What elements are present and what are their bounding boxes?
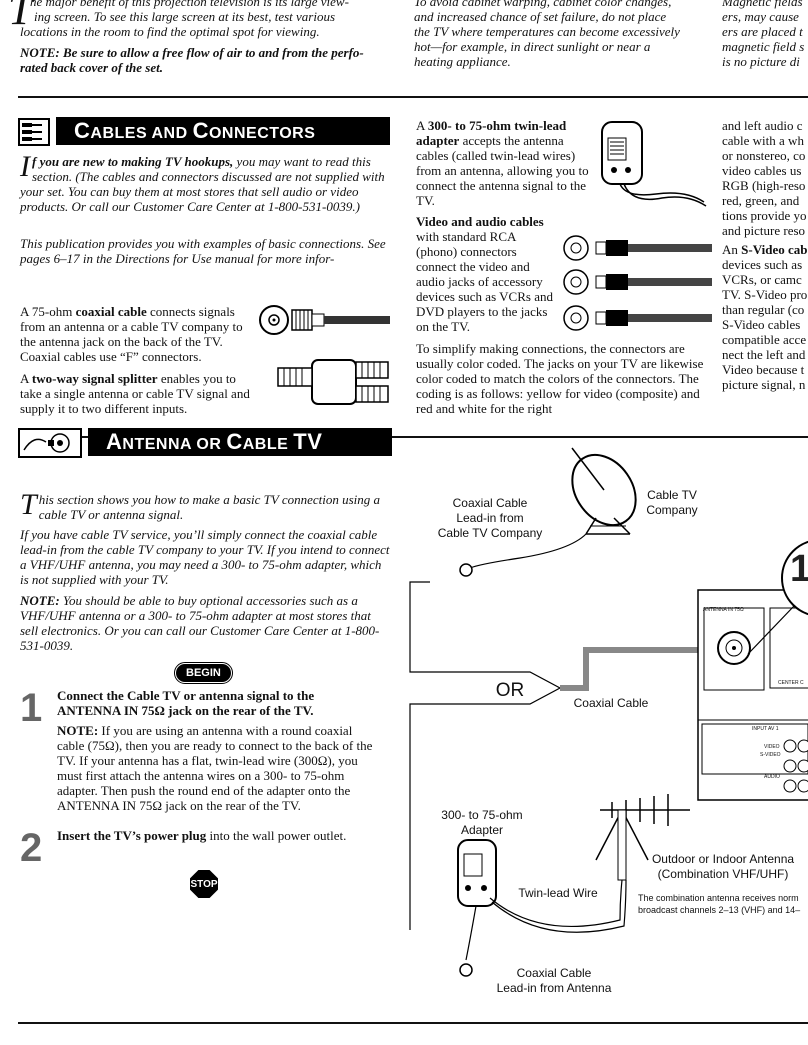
combo-antenna-note: The combination antenna receives norm br… [638,893,801,915]
adapter-illustration [457,839,497,907]
tv-rear-panel [697,589,808,801]
panel-svideo-label: S-VIDEO [760,752,781,758]
connector-icon [22,123,42,141]
step-2-number: 2 [20,826,43,870]
antenna-section-icon [18,428,82,458]
top-col3: Magnetic fields ers, may cause ers are p… [722,0,805,69]
or-bracket [409,581,562,930]
top-col2: To avoid cabinet warping, cabinet color … [414,0,680,69]
rca-jack-1 [563,235,712,261]
section-rule-2 [18,436,808,438]
label-or: OR [495,680,525,701]
callout-circle [781,540,808,616]
antenna-connection-icon [23,433,70,453]
label-coax-from-antenna: Coaxial Cable Lead-in from Antenna [496,966,612,995]
satellite-dish-icon [571,447,637,535]
label-cable-tv-company: Cable TV Company [646,488,698,517]
twin-lead-description: A 300- to 75-ohm twin-lead adapter accep… [416,118,589,208]
vhf-uhf-antenna-icon [595,794,690,881]
panel-video-label: VIDEO [764,744,780,750]
cables-intro-2: This publication provides you with examp… [20,236,386,266]
label-coax-leadin: Coaxial Cable Lead-in from Cable TV Comp… [437,496,543,540]
begin-badge: BEGIN [174,662,233,684]
cables-section-title: CABLES AND CONNECTORS [56,117,390,145]
section-rule-1 [18,96,808,98]
top-note: NOTE: Be sure to allow a free flow of ai… [20,45,364,75]
step-1-number: 1 [20,686,43,730]
panel-input-label: INPUT AV 1 [752,726,779,732]
step-2-text: Insert the TV’s power plug into the wall… [57,828,347,843]
f-connector-bottom [459,963,473,977]
panel-antenna-label: ANTENNA IN 75Ω [703,607,744,613]
color-coding-description: To simplify making connections, the conn… [416,341,704,416]
label-outdoor-antenna: Outdoor or Indoor Antenna (Combination V… [651,852,795,881]
connection-diagram [409,447,808,977]
cables-section-icon [18,118,50,146]
twin-lead-adapter-illustration [601,121,707,207]
panel-center-label: CENTER C [778,680,804,686]
rca-jack-3 [563,305,712,331]
splitter-description: A two-way signal splitter enables you to… [20,371,250,416]
rca-cables-illustration [563,235,712,331]
rca-jack-2 [563,269,712,295]
av-cables-description: Video and audio cables with standard RCA… [416,214,553,334]
dropcap-t: T [20,488,37,521]
dropcap-i: I [20,150,30,183]
antenna-note: NOTE: You should be able to buy optional… [20,593,380,653]
top-intro: he major benefit of this projection tele… [20,0,349,39]
signal-splitter-illustration [277,359,389,405]
callout-number: 1 [790,548,808,590]
coax-cable-line [560,647,718,691]
label-coaxial-cable: Coaxial Cable [573,696,649,710]
antenna-section-title: ANTENNA OR CABLE TV [88,428,392,456]
stop-sign: STOP [190,870,218,898]
label-adapter: 300- to 75-ohm Adapter [441,808,523,837]
step-1-note: NOTE: If you are using an antenna with a… [57,723,373,813]
panel-audio-label: AUDIO [764,774,780,780]
f-connector-top [459,563,473,577]
section-rule-3 [18,1022,808,1024]
coaxial-cable-illustration [259,305,390,335]
step-1-heading: Connect the Cable TV or antenna signal t… [57,688,315,718]
coax-description: A 75-ohm coaxial cable connects signals … [20,304,243,364]
antenna-paragraph: If you have cable TV service, you’ll sim… [20,527,390,587]
label-twin-lead-wire: Twin-lead Wire [518,886,598,900]
dropcap-t-top: T [8,0,33,34]
